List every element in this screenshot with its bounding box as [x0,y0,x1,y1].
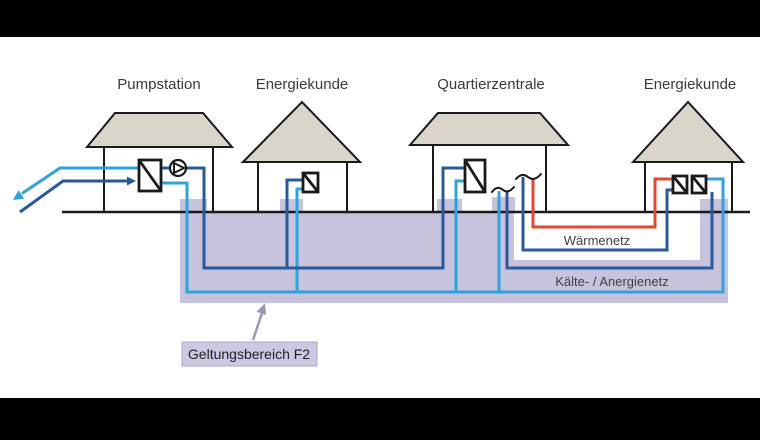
kaelte-anergienetz-label: Kälte- / Anergienetz [555,274,668,289]
scope-pointer-line [251,312,264,341]
source-return-pipe [21,166,139,195]
letterbox-top-bar [0,0,760,37]
quartierzentrale-equipment [463,158,542,194]
heat-exchanger-diagonal [301,172,320,193]
anergy-main-pipe-east [505,191,714,270]
source-intake-pipe [19,179,127,214]
quartierzentrale-roof [407,112,571,146]
scope-area-waermenetz-cutout [514,213,703,260]
heat-exchanger-diagonal [671,175,689,194]
heat-exchanger-diagonal [463,159,487,193]
energiekunde-1-roof [240,100,363,163]
scope-callout: Geltungsbereich F2 [181,303,318,367]
cold-network-pipes [13,166,725,294]
building-label-quartierzentrale: Quartierzentrale [437,76,545,93]
building-energiekunde-2 [630,100,746,213]
scope-label-text: Geltungsbereich F2 [188,346,310,362]
heat-network-return-pipe [521,177,673,252]
building-label-pumpstation: Pumpstation [117,76,200,93]
pipe-break-icon [491,186,515,193]
pumpstation-roof [84,112,235,148]
anergy-network-pipes [19,166,714,270]
pumpstation-equipment [137,158,188,193]
heat-exchanger-diagonal [690,175,708,194]
scope-pointer-arrow-icon [256,303,267,315]
pump-triangle-icon [173,162,185,174]
letterbox-bottom-bar [0,398,760,440]
cold-branch-energiekunde-1 [295,187,303,292]
source-return-arrow-icon [13,190,25,200]
energiekunde-2-roof [630,100,746,163]
anergy-main-pipe-west [161,166,465,270]
waermenetz-label: Wärmenetz [564,233,630,248]
energiekunde-1-equipment [301,171,320,194]
cold-branch-quartierzentrale [454,179,465,292]
building-energiekunde-1 [240,100,363,213]
anergy-branch-energiekunde-1 [285,178,303,268]
building-label-energiekunde-1: Energiekunde [256,76,349,93]
heat-network-supply-pipe [531,177,673,229]
crossing-quartierzentrale-center [492,197,515,213]
pipe-break-icon [515,173,542,180]
source-intake-arrow-icon [127,176,136,186]
building-quartierzentrale [407,112,571,213]
building-label-energiekunde-2: Energiekunde [644,76,737,93]
energiekunde-2-equipment [671,174,708,195]
scope-label-box [181,341,318,367]
heat-exchanger-diagonal [137,159,163,192]
